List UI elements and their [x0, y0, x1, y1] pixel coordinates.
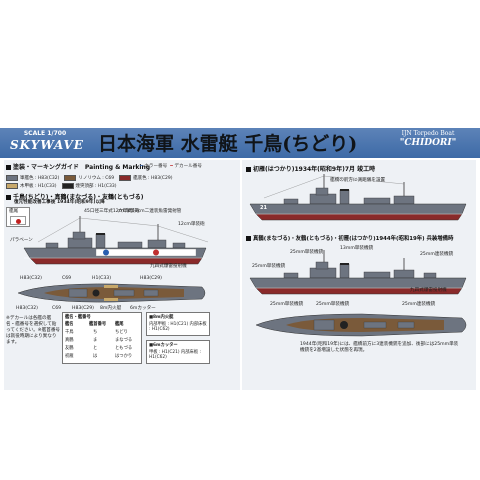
cutter-box: ■6mカッター 甲板 : H1(C21) 内部床板 : H1(C62)	[146, 340, 210, 364]
table-header: 艦名	[65, 322, 74, 327]
color-legend-item: 軍艦色 : H83(C32)	[6, 175, 59, 181]
painting-guide-heading: 塗装・マーキングガイド Painting & Marking	[6, 162, 150, 171]
weapon-label: 25mm単装機銃	[252, 264, 286, 269]
scale-text: SCALE 1/700	[23, 130, 67, 137]
title-banner	[0, 128, 480, 158]
table-cell: 初雁	[65, 354, 74, 359]
plan-callout: C69	[52, 306, 62, 311]
table-cell: はつかり	[115, 354, 133, 359]
table-cell: と	[93, 346, 98, 351]
brand-logo: SKYWAVE	[10, 138, 84, 152]
table-cell: 千鳥	[65, 330, 74, 335]
depth-charge-label: 九四式爆雷投射機	[150, 264, 187, 269]
hatsukari-side-profile	[249, 174, 467, 221]
color-legend: 軍艦色 : H83(C32) リノリウム : C69 艦底色 : H83(C29…	[6, 175, 173, 181]
color-legend-row2: 木甲板 : H1(C33) 煙突頂部 : H1(C33)	[6, 183, 117, 189]
hatsukari-1934-heading: 初雁(はつかり)1934年(昭和9年)7月 竣工時	[246, 164, 375, 173]
plan-callout: H83(C32)	[16, 306, 38, 311]
chidori-plan-view	[17, 283, 206, 303]
gun-label-2: 12cm単装砲	[178, 222, 205, 227]
plan-weapon-label: 25mm単装機銃	[316, 302, 350, 307]
weapon-label: 13mm単装機銃	[340, 246, 374, 251]
cutter-title: ■6mカッター	[149, 343, 178, 348]
motor-launch-title: ■8m内火艇	[149, 315, 174, 320]
1944-side-profile	[249, 250, 467, 295]
hatsukari-note: 艦橋の前方に測距儀を設置	[330, 178, 386, 183]
stern-flag-box: 艦尾	[6, 207, 30, 227]
gun-label: 45口径三年式12cm単装砲	[84, 209, 140, 214]
color-legend-item: 木甲板 : H1(C33)	[6, 183, 57, 189]
cutter-text: 甲板 : H1(C21) 内部床板 : H1(C62)	[149, 350, 201, 360]
decal-strip	[96, 248, 196, 257]
color-swatch	[64, 175, 77, 181]
legend-decal-number: デカール番号	[174, 164, 202, 169]
chidori-subtitle: 復元性能改善工事後 1934年(昭和9年)以降	[14, 200, 105, 205]
ship-name-table: 艦名・艦番号 艦名 艦首番号 艦尾 千鳥 ち ちどり 真鶴 ま まなづる 友鶴 …	[62, 312, 142, 364]
square-bullet-icon	[6, 165, 11, 170]
plan-callout: 8m内火艇	[100, 306, 122, 311]
1944-heading: 真鶴(まなづる)・友鶴(ともづる)・初雁(はつかり)1944年(昭和19年) 兵…	[246, 234, 453, 242]
color-callout: C69	[62, 276, 72, 281]
color-legend-item: リノリウム : C69	[64, 175, 114, 181]
english-title: IJN Torpedo Boat "CHIDORI"	[382, 130, 474, 148]
table-cell: ともづる	[115, 346, 133, 351]
square-bullet-icon	[246, 167, 251, 172]
torpedo-tube-label: 六年式53cm二連装魚雷発射管	[118, 209, 182, 214]
painting-guide-heading-en: Painting & Marking	[84, 164, 151, 171]
1944-note: 1944年(昭和19年)には、艦橋前方に3連装機銃を追加、後部には25mm単装機…	[300, 342, 459, 353]
table-cell: ち	[93, 330, 98, 335]
color-swatch	[6, 175, 18, 181]
table-cell: 友鶴	[65, 346, 74, 351]
color-callout: H83(C32)	[20, 276, 42, 281]
paravane-label: パラベーン	[10, 238, 33, 243]
scale-logo: SCALE 1/700 SKYWAVE	[10, 130, 84, 156]
table-cell: ちどり	[115, 330, 128, 335]
table-cell: まなづる	[115, 338, 133, 343]
color-swatch	[6, 183, 18, 189]
legend-color-number: カラー番号	[144, 164, 168, 169]
plan-callout: H83(C29)	[72, 306, 94, 311]
table-header: 艦首番号	[89, 322, 107, 327]
weapon-label: 25mm単装機銃	[290, 250, 324, 255]
naval-ensign-icon	[10, 216, 26, 225]
table-cell: ま	[93, 338, 98, 343]
page-title: 日本海軍 水雷艇 千鳥(ちどり)	[98, 133, 358, 155]
decal-notes: ※デカールは各艦の艦名・艦番号を選択して貼ってください。※艦首番号は就役時期によ…	[6, 316, 61, 345]
weapon-label: 25mm連装機銃	[420, 252, 454, 257]
table-title: 艦名・艦番号	[65, 315, 91, 320]
weapon-label: 九四式爆雷投射機	[410, 288, 447, 293]
english-title-line1: IJN Torpedo Boat	[401, 130, 455, 137]
plan-weapon-label: 25mm単装機銃	[270, 302, 304, 307]
square-bullet-icon	[6, 195, 11, 200]
english-title-line2: "CHIDORI"	[399, 138, 457, 148]
table-cell: は	[93, 354, 98, 359]
square-bullet-icon	[246, 236, 251, 241]
color-swatch	[61, 183, 74, 189]
chidori-section-heading: 千鳥(ちどり)・真鶴(まなづる)・友鶴(ともづる)	[6, 192, 143, 201]
motor-launch-box: ■8m内火艇 内部甲板 : H1(C21) 内部床板 : H1(C62)	[146, 312, 210, 336]
stern-label: 艦尾	[9, 209, 19, 214]
color-callout: H1(C33)	[92, 276, 112, 281]
table-cell: 真鶴	[65, 338, 74, 343]
motor-launch-text: 内部甲板 : H1(C21) 内部床板 : H1(C62)	[149, 322, 207, 332]
1944-plan-view	[255, 313, 467, 337]
plan-weapon-label: 25mm連装機銃	[402, 302, 436, 307]
hull-number: 21	[260, 205, 267, 211]
color-legend-item: 煙突頂部 : H1(C33)	[61, 183, 117, 189]
color-callout: H83(C29)	[140, 276, 162, 281]
table-header: 艦尾	[115, 322, 124, 327]
color-legend-item: 艦底色 : H83(C29)	[119, 175, 173, 181]
legend-key: ━ カラー番号 ━ デカール番号	[140, 164, 202, 169]
color-swatch	[119, 175, 132, 181]
right-panel	[242, 160, 476, 390]
plan-callout: 6mカッター	[130, 306, 156, 311]
